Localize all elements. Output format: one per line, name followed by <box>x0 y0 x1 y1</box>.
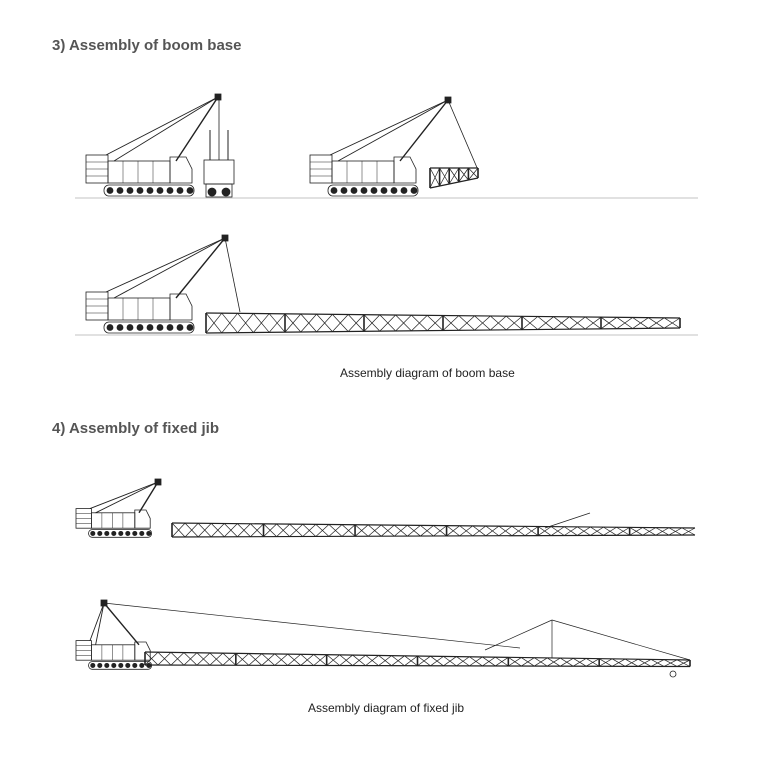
section-heading-fixed-jib: 4) Assembly of fixed jib <box>52 420 219 437</box>
crawler-crane <box>75 599 152 670</box>
crawler-crane <box>85 93 222 197</box>
caption-fixed-jib: Assembly diagram of fixed jib <box>308 701 465 715</box>
crawler-crane <box>309 96 452 197</box>
section-heading-boom-base: 3) Assembly of boom base <box>52 37 242 54</box>
boom-with-fixed-jib <box>171 522 696 538</box>
boom-base-on-trailer <box>203 97 235 198</box>
crawler-crane <box>85 234 229 334</box>
assembled-boom <box>205 312 681 334</box>
caption-boom-base: Assembly diagram of boom base <box>340 366 515 380</box>
boom-base-section <box>429 167 479 189</box>
jib-strut-rigging <box>103 602 691 678</box>
crawler-crane <box>75 478 162 538</box>
boom-with-fixed-jib-raised <box>144 651 691 668</box>
